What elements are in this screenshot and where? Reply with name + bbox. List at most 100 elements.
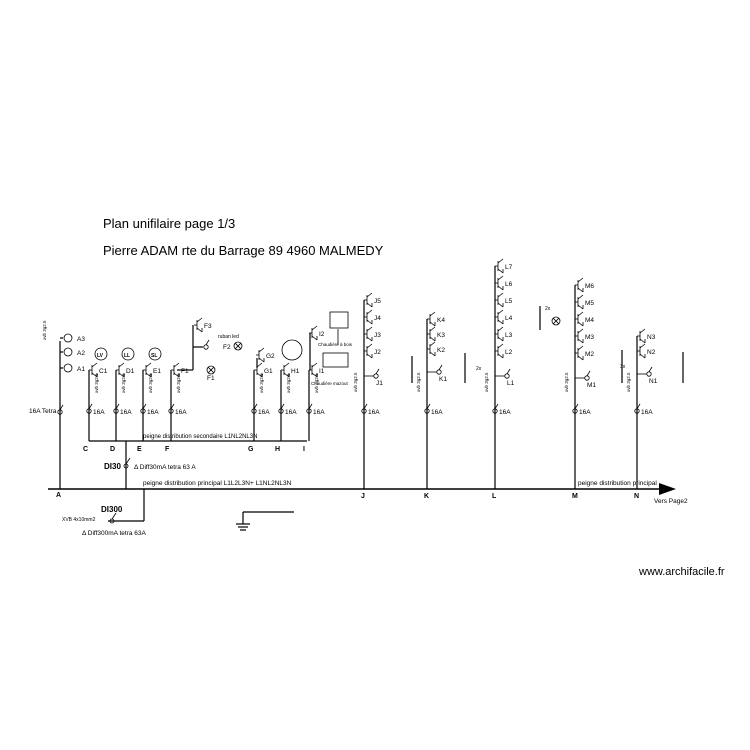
col-f-f2-lamp-x2	[234, 342, 242, 350]
col-l-load-3-leg1	[497, 309, 504, 315]
col-l-load-1-label: L6	[505, 281, 513, 288]
col-m-load-0-label: M6	[585, 283, 594, 290]
col-j-load-2-label: J3	[374, 332, 381, 339]
col-g-load-2-leg1	[258, 347, 265, 353]
col-g-load-2-leg2	[258, 357, 265, 363]
m-multiplier: 3x	[620, 364, 626, 370]
col-e-load-leg2	[145, 372, 152, 378]
col-k-load-2-leg1	[429, 341, 436, 347]
col-m-last-5-breaker-contact	[586, 370, 591, 377]
col-l-load-0-leg2	[497, 268, 504, 274]
col-l-load-2-leg1	[497, 292, 504, 298]
col-f-load-3-leg2	[196, 327, 203, 333]
col-m-breaker-contact	[574, 403, 579, 410]
col-f-load-2: F2	[223, 344, 231, 351]
col-a-socket-1	[63, 347, 73, 357]
col-n-cable: xvb 3g2.5	[626, 372, 631, 392]
col-h-load-leg1	[283, 362, 290, 368]
col-a-socket-0	[63, 333, 73, 343]
col-l-letter: L	[492, 493, 497, 500]
col-c-load-label: C1	[99, 368, 108, 375]
ruban-note: ruban led	[218, 334, 239, 340]
col-i-load-leg2	[311, 372, 318, 378]
col-a-load-1: A2	[77, 350, 85, 357]
col-m-cable: xvb 3g2.5	[564, 372, 569, 392]
col-c-cable: xvb 3g2.5	[94, 373, 99, 393]
col-m-load-1-leg1	[577, 294, 584, 300]
col-i-panel2	[322, 352, 349, 368]
col-f-load-3-label: F3	[204, 323, 212, 330]
col-m-rating: 16A	[579, 409, 591, 416]
col-k-load-0-leg2	[429, 321, 436, 327]
col-k-cable: xvb 3g2.5	[416, 372, 421, 392]
col-l-load-5-leg1	[497, 343, 504, 349]
col-l-load-0-leg1	[497, 258, 504, 264]
col-g-rating: 16A	[258, 409, 270, 416]
col-j-load-0-leg1	[366, 292, 373, 298]
col-i-cable: xvb 3g2.5	[314, 373, 319, 393]
col-g-cable: xvb 3g2.5	[259, 373, 264, 393]
col-l-rating: 16A	[499, 409, 511, 416]
col-m-load-3-label: M3	[585, 334, 594, 341]
col-d-letter: D	[110, 446, 115, 453]
col-k-load-1-leg1	[429, 326, 436, 332]
col-h-rating: 16A	[285, 409, 297, 416]
col-l-load-5-leg2	[497, 353, 504, 359]
col-c-load-leg1	[91, 362, 98, 368]
col-k-load-2-label: K2	[437, 347, 445, 354]
col-c-rating: 16A	[93, 409, 105, 416]
col-e-symbol-text: SL	[151, 353, 157, 359]
col-e-load-leg1	[145, 362, 152, 368]
col-a-socket-2	[63, 363, 73, 373]
col-a-breaker-contact	[59, 404, 64, 411]
di30-label: Δ Diff30mA tetra 63 A	[134, 464, 196, 471]
col-m-last-5-breaker	[584, 375, 590, 381]
col-j-load-2-leg1	[366, 326, 373, 332]
col-l-last-6-breaker	[504, 373, 510, 379]
col-i-load-label: I1	[319, 368, 325, 375]
col-e-breaker-contact	[142, 403, 147, 410]
col-d-load-leg2	[118, 372, 125, 378]
col-j-rating: 16A	[368, 409, 380, 416]
col-f-cable: xvb 3g2.5	[176, 373, 181, 393]
col-m-load-1-label: M5	[585, 300, 594, 307]
col-d-breaker-contact	[115, 403, 120, 410]
col-k-load-1-leg2	[429, 336, 436, 342]
col-n-rating: 16A	[641, 409, 653, 416]
col-e-rating: 16A	[147, 409, 159, 416]
supply-cable: XVB 4x10mm2	[62, 517, 96, 523]
col-k-last-3-breaker	[436, 369, 442, 375]
col-n-load-0-label: N3	[647, 334, 656, 341]
col-m-load-3-leg2	[577, 338, 584, 344]
col-j-last-4-breaker-contact	[375, 368, 380, 375]
col-f-breaker-contact	[170, 403, 175, 410]
col-h-letter: H	[275, 446, 280, 453]
col-f-f2-breaker	[203, 344, 209, 350]
col-f-rating: 16A	[175, 409, 187, 416]
col-c-symbol-text: LV	[97, 353, 104, 359]
col-f-letter: F	[165, 446, 170, 453]
col-f-load-leg1	[173, 362, 180, 368]
col-h-cable: xvb 3g2.5	[286, 373, 291, 393]
di300-label: Δ Diff300mA tetra 63A	[82, 530, 147, 537]
col-k-load-3: K1	[439, 376, 447, 383]
col-j-load-1-label: J4	[374, 315, 381, 322]
col-l-load-4-label: L3	[505, 332, 513, 339]
col-k-letter: K	[424, 493, 429, 500]
col-c-symbol-ring	[94, 347, 108, 361]
col-f-load-3-leg1	[196, 317, 203, 323]
di30-name: DI30	[104, 462, 121, 471]
col-j-load-3-leg1	[366, 343, 373, 349]
col-j-load-0-leg2	[366, 302, 373, 308]
chaudiere-bois-note: Chaudière à bois	[318, 342, 353, 347]
col-j-letter: J	[361, 493, 365, 500]
col-l-load-4-leg1	[497, 326, 504, 332]
col-m-load-2-leg1	[577, 311, 584, 317]
col-l-lamp	[551, 316, 561, 326]
di300-name: DI300	[101, 505, 123, 514]
col-j-load-1-leg1	[366, 309, 373, 315]
col-l-load-2-label: L5	[505, 298, 513, 305]
col-n-load-1-leg1	[639, 343, 646, 349]
col-k-load-1-label: K3	[437, 332, 445, 339]
col-i-load-leg1	[311, 362, 318, 368]
